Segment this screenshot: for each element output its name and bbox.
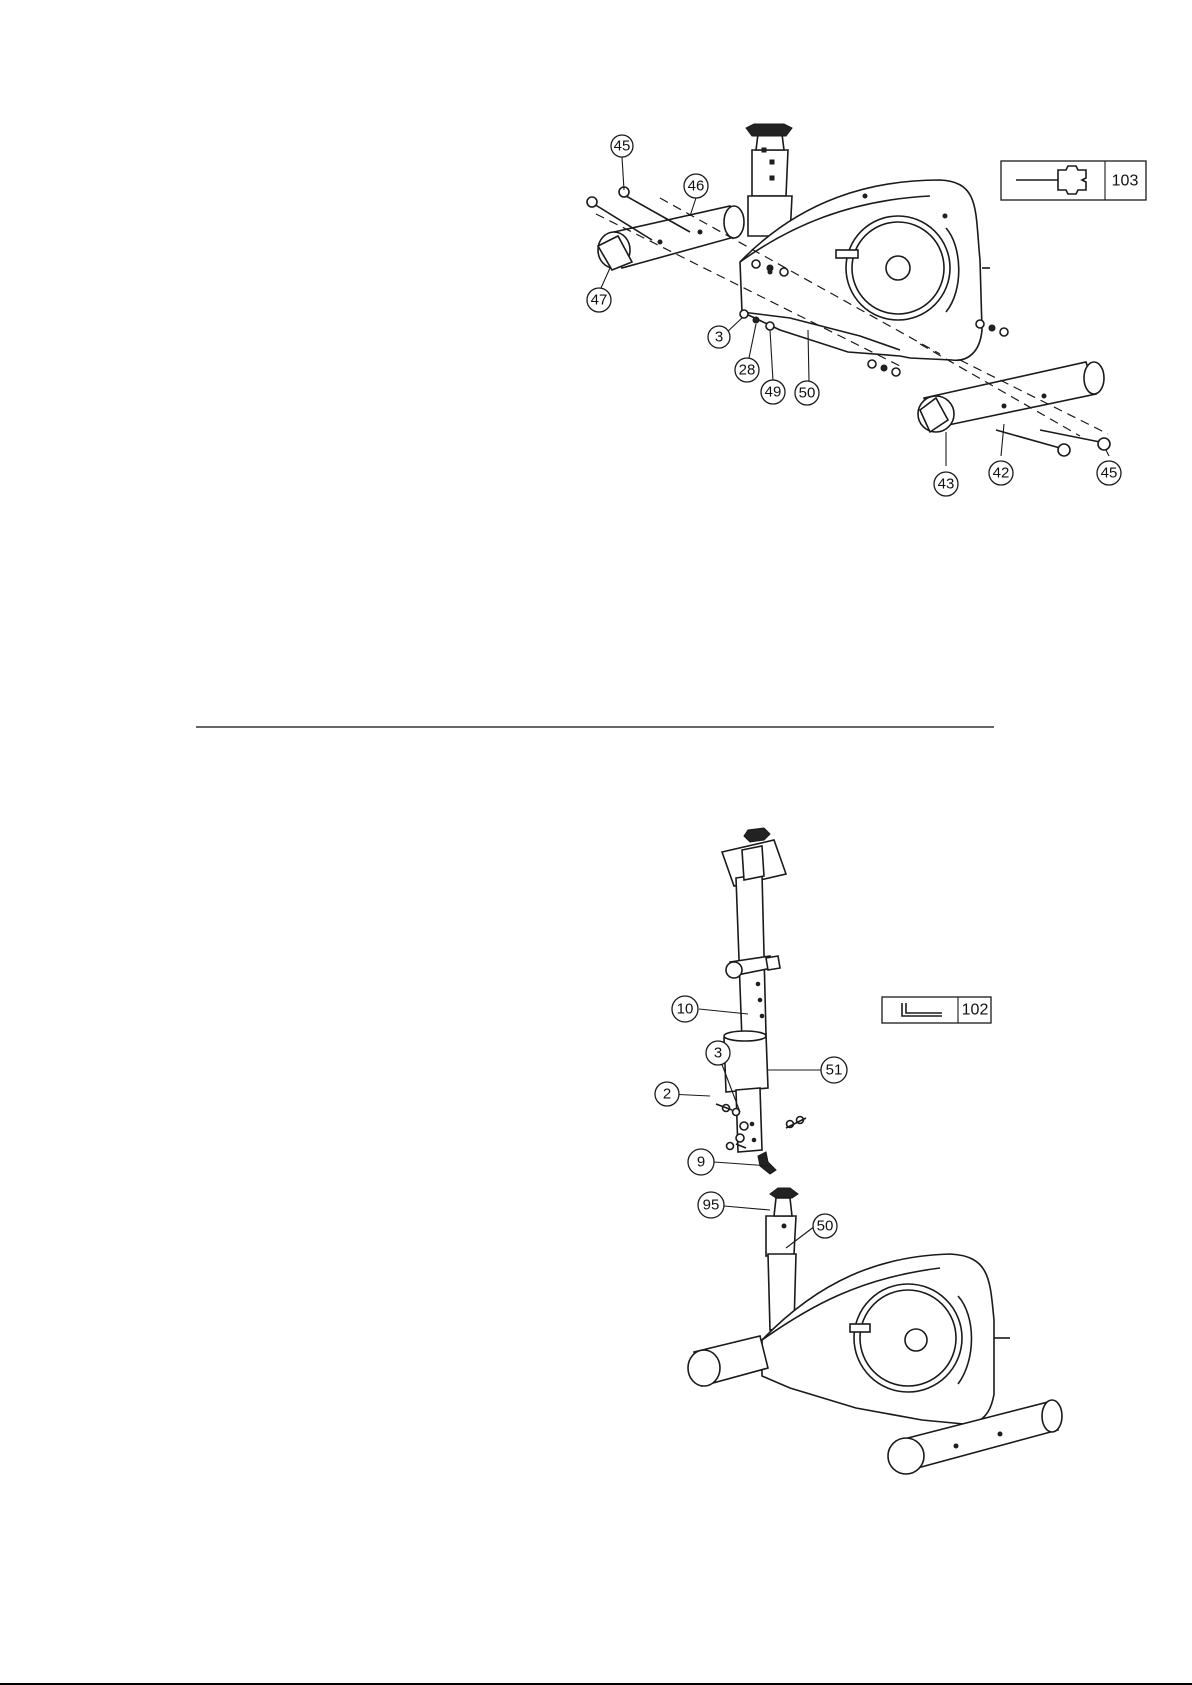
callout-2: 2 [655, 1082, 679, 1106]
svg-text:102: 102 [962, 1002, 989, 1019]
step-a-diagram: 45 46 47 3 28 49 50 43 42 45 103 [587, 124, 1146, 496]
step-b-diagram: 10 3 2 51 9 95 50 102 [655, 828, 1062, 1474]
svg-text:42: 42 [993, 465, 1010, 482]
tool-box-102: 102 [882, 997, 991, 1023]
callout-43: 43 [934, 472, 958, 496]
callout-42: 42 [989, 461, 1013, 485]
callout-51: 51 [821, 1057, 847, 1083]
svg-text:51: 51 [826, 1062, 843, 1079]
svg-text:9: 9 [697, 1154, 705, 1171]
callout-95: 95 [698, 1192, 724, 1218]
callout-49: 49 [761, 380, 785, 404]
front-stabilizer-46 [598, 206, 744, 270]
callout-28: 28 [735, 358, 759, 382]
svg-text:49: 49 [765, 384, 782, 401]
upright-post-10 [722, 828, 786, 1040]
svg-text:45: 45 [1101, 465, 1118, 482]
lower-post-section [716, 1088, 806, 1174]
svg-text:47: 47 [591, 292, 608, 309]
callout-47: 47 [587, 288, 611, 312]
upright-post-stub [746, 124, 792, 236]
callout-3-b: 3 [706, 1041, 730, 1065]
svg-text:2: 2 [663, 1086, 671, 1103]
svg-text:10: 10 [677, 1001, 694, 1018]
callout-9: 9 [688, 1149, 714, 1175]
tool-box-103: 103 [1001, 161, 1146, 200]
bolt-45-rear [1040, 430, 1110, 450]
callout-50-b: 50 [813, 1214, 837, 1238]
svg-text:50: 50 [799, 385, 816, 402]
svg-text:43: 43 [938, 476, 955, 493]
svg-text:28: 28 [739, 362, 756, 379]
svg-text:50: 50 [817, 1218, 834, 1235]
callout-50-a: 50 [795, 381, 819, 405]
svg-text:103: 103 [1112, 173, 1139, 190]
callout-10: 10 [672, 996, 698, 1022]
svg-text:45: 45 [614, 138, 631, 155]
svg-text:46: 46 [688, 178, 705, 195]
callout-46: 46 [684, 174, 708, 198]
callout-3-a: 3 [708, 326, 730, 348]
frame-50-bottom [688, 1188, 1062, 1474]
callout-45-a: 45 [611, 135, 633, 157]
svg-text:95: 95 [703, 1197, 720, 1214]
svg-text:3: 3 [714, 1045, 722, 1062]
callout-45-b: 45 [1097, 461, 1121, 485]
svg-text:3: 3 [715, 329, 723, 346]
sleeve-51 [724, 1031, 768, 1092]
